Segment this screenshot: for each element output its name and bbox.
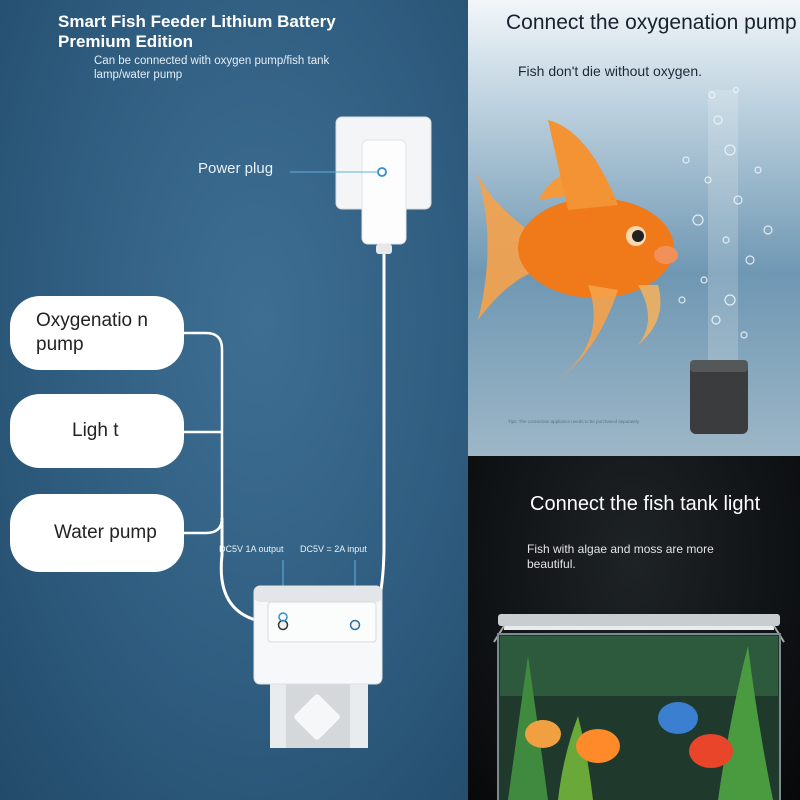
goldfish-illustration: [476, 86, 773, 434]
oxygen-pump-panel: Connect the oxygenation pump Fish don't …: [468, 0, 800, 456]
feeder-diagram: [253, 116, 432, 748]
water-pump-pill: Water pump: [10, 494, 184, 572]
power-cable: [372, 254, 386, 621]
product-subtitle: Can be connected with oxygen pump/fish t…: [94, 55, 330, 81]
discus-fish: [576, 729, 620, 763]
tank-light-panel: Connect the fish tank light Fish with al…: [468, 456, 800, 800]
power-plug-label: Power plug: [198, 160, 274, 177]
product-title: Smart Fish Feeder Lithium Battery Premiu…: [58, 12, 336, 51]
oxygen-pump-pill: Oxygenatio n pump: [10, 296, 184, 370]
tank-light-heading: Connect the fish tank light: [530, 493, 761, 515]
input-spec-label: DC5V = 2A input: [300, 544, 367, 554]
goldfish: [476, 120, 678, 380]
aquarium-illustration: [493, 614, 785, 800]
oxygen-pump-subheading: Fish don't die without oxygen.: [518, 63, 703, 79]
fine-print: Tips: The connection appliance needs to …: [508, 419, 640, 424]
light-pill: Ligh t: [10, 394, 184, 468]
air-stone: [690, 360, 748, 434]
feeder-panel: Smart Fish Feeder Lithium Battery Premiu…: [0, 0, 468, 800]
tank-lamp: [498, 614, 780, 626]
oxygen-pump-heading: Connect the oxygenation pump: [506, 11, 797, 34]
tank-light-subheading: Fish with algae and moss are more beauti…: [527, 542, 714, 571]
bubbles: [678, 86, 773, 339]
output-spec-label: DC5V 1A output: [219, 544, 284, 554]
fish-feeder-device: [253, 585, 383, 748]
